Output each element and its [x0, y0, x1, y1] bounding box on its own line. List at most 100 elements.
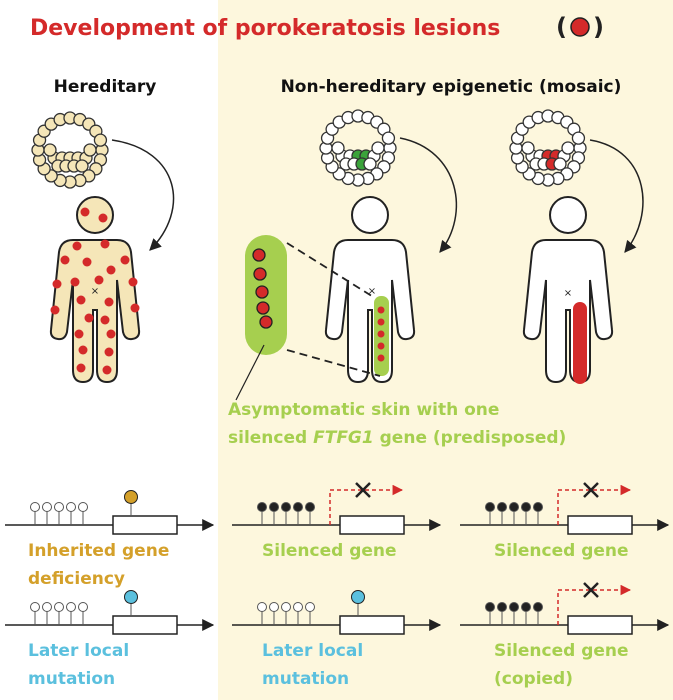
- lesion-dot-icon: [78, 345, 88, 355]
- embryo-cell: [521, 141, 535, 155]
- embryo-icon: [319, 109, 397, 187]
- lesion-dot-icon: [76, 295, 86, 305]
- lesion-legend-icon: [570, 17, 590, 37]
- blocked-transcription-icon: [583, 582, 599, 598]
- embryo-cell: [363, 157, 377, 171]
- embryo-cell: [43, 143, 57, 157]
- gene-diagrams: [5, 482, 670, 635]
- methylation-lollipop-icon: [269, 502, 279, 512]
- header-hereditary: Hereditary: [54, 77, 157, 97]
- methylation-lollipop-icon: [78, 502, 88, 512]
- navel-mark: ×: [368, 286, 376, 297]
- lesion-dot-icon: [100, 315, 110, 325]
- predisposed-caption-line1: Asymptomatic skin with one: [228, 400, 499, 420]
- title-paren-open: (: [556, 13, 567, 41]
- zoom-guide-line: [286, 349, 381, 377]
- label-silenced-copied-line1: Silenced gene: [494, 641, 629, 661]
- navel-mark: ×: [91, 286, 99, 297]
- lesion-dot-icon: [106, 265, 116, 275]
- methylation-lollipop-icon: [521, 602, 531, 612]
- caption-pointer: [235, 344, 265, 401]
- mutation-lollipop-icon: [124, 490, 138, 504]
- zoom-guide-line: [286, 242, 376, 299]
- label-later-line1-hereditary: Later local: [28, 641, 129, 661]
- label-later-line2-hereditary: mutation: [28, 669, 115, 689]
- mutation-lollipop-icon: [351, 590, 365, 604]
- lesion-stripe: [573, 302, 587, 384]
- embryo-cell: [571, 131, 586, 145]
- gene-box: [567, 515, 633, 535]
- lesion-dot-icon: [130, 303, 140, 313]
- methylation-lollipop-icon: [30, 502, 40, 512]
- lesion-dot-icon: [60, 255, 70, 265]
- methylation-lollipop-icon: [497, 502, 507, 512]
- lesion-dot-icon: [106, 329, 116, 339]
- blocked-transcription-arrow: [329, 484, 404, 525]
- lesion-dot-icon: [72, 241, 82, 251]
- label-silenced-copied-line2: (copied): [494, 669, 573, 689]
- lesion-dot-icon: [70, 277, 80, 287]
- lesion-dot-icon: [104, 347, 114, 357]
- gene-box: [339, 615, 405, 635]
- development-arrow: [399, 137, 458, 253]
- predisposed-caption-line2: silenced FTFG1 gene (predisposed): [228, 428, 566, 448]
- methylation-lollipop-icon: [257, 602, 267, 612]
- lesion-dot-icon: [377, 354, 385, 362]
- methylation-lollipop-icon: [293, 602, 303, 612]
- lesion-dot-icon: [120, 255, 130, 265]
- lesion-dot-icon: [100, 239, 110, 249]
- development-arrow: [111, 139, 175, 251]
- gene-box: [112, 515, 178, 535]
- embryo-icon: [509, 109, 587, 187]
- label-later-line1-mosaic: Later local: [262, 641, 363, 661]
- label-later-line2-mosaic: mutation: [262, 669, 349, 689]
- lesion-dot-icon: [84, 313, 94, 323]
- label-silenced-mosaic1: Silenced gene: [262, 541, 397, 561]
- embryo-icon: [31, 111, 109, 189]
- embryo-cell: [83, 143, 97, 157]
- embryo-cell: [75, 159, 89, 173]
- lesion-dot-icon: [98, 213, 108, 223]
- label-inherited-line1: Inherited gene: [28, 541, 169, 561]
- lesion-dot-icon: [74, 329, 84, 339]
- methylation-lollipop-icon: [305, 602, 315, 612]
- methylation-lollipop-icon: [54, 602, 64, 612]
- blocked-transcription-arrow: [557, 584, 632, 625]
- mosaic-panel-background: [218, 0, 673, 700]
- lesion-dot-icon: [377, 306, 385, 314]
- methylation-lollipop-icon: [281, 602, 291, 612]
- embryo-cell: [561, 141, 575, 155]
- methylation-lollipop-icon: [66, 602, 76, 612]
- methylation-lollipop-icon: [293, 502, 303, 512]
- methylation-lollipop-icon: [257, 502, 267, 512]
- gene-box: [567, 615, 633, 635]
- methylation-lollipop-icon: [497, 602, 507, 612]
- gene-box: [339, 515, 405, 535]
- lesion-dot-icon: [82, 257, 92, 267]
- development-arrow: [589, 139, 644, 253]
- lesion-dots: [50, 207, 140, 375]
- lesion-dot-icon: [255, 285, 269, 299]
- methylation-lollipop-icon: [42, 602, 52, 612]
- methylation-lollipop-icon: [533, 602, 543, 612]
- embryo-cell: [93, 133, 108, 147]
- methylation-lollipop-icon: [521, 502, 531, 512]
- label-inherited-line2: deficiency: [28, 569, 125, 589]
- blocked-transcription-icon: [583, 482, 599, 498]
- navel-mark: ×: [564, 288, 572, 299]
- lesion-dot-icon: [76, 363, 86, 373]
- lesion-dot-icon: [128, 277, 138, 287]
- lesion-dot-icon: [377, 318, 385, 326]
- methylation-lollipop-icon: [305, 502, 315, 512]
- lesion-dot-icon: [259, 315, 273, 329]
- embryo-cell: [553, 157, 567, 171]
- diagram-title: Development of porokeratosis lesions: [30, 16, 500, 41]
- gene-box: [112, 615, 178, 635]
- lesion-dots: [252, 248, 273, 329]
- methylation-lollipop-icon: [533, 502, 543, 512]
- methylation-lollipop-icon: [281, 502, 291, 512]
- embryo-cell: [331, 141, 345, 155]
- embryo-cell: [371, 141, 385, 155]
